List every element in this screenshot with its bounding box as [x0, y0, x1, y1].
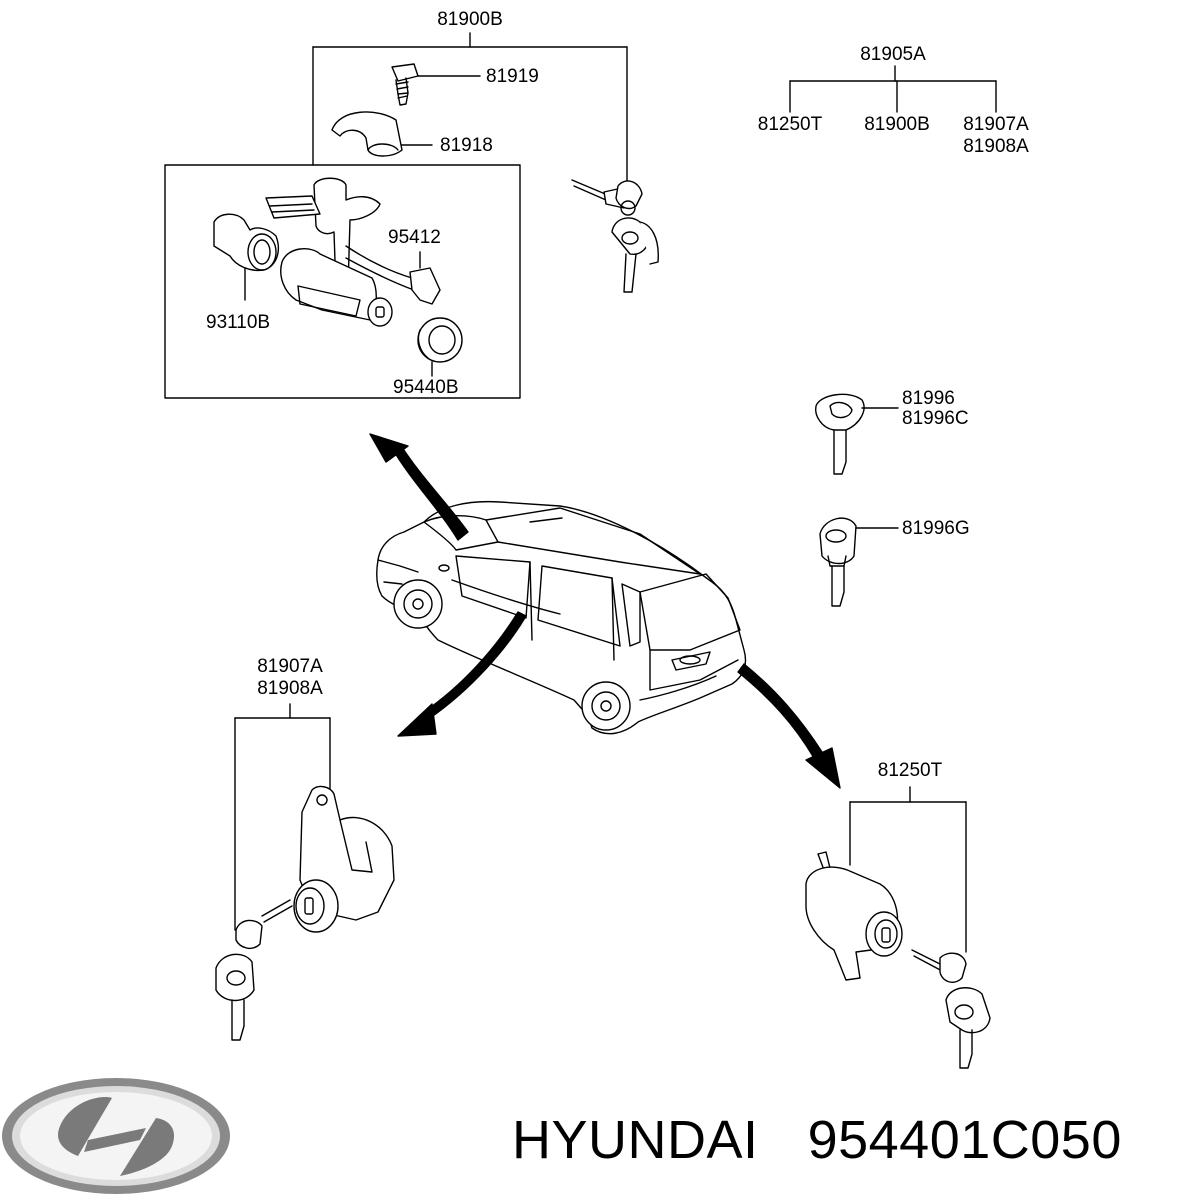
label-door-lock-b: 81908A	[257, 678, 323, 699]
arrow-to-door-lock	[397, 611, 527, 737]
label-cylinder-body: 93110B	[206, 312, 271, 333]
label-bolt: 81919	[486, 66, 539, 87]
door-lock-leader	[234, 703, 331, 931]
label-ignition-set: 81900B	[437, 9, 503, 30]
arrow-to-ignition	[369, 433, 469, 541]
label-bracket: 81918	[440, 135, 493, 156]
ignition-keys	[571, 179, 659, 293]
part-number: 954401C050	[807, 1110, 1122, 1170]
door-lock-part	[215, 785, 395, 1041]
bolt-part	[391, 63, 481, 106]
label-ring: 95440B	[393, 377, 459, 398]
label-door-lock-a: 81907A	[257, 656, 323, 677]
label-lock-set: 81905A	[860, 44, 926, 65]
label-key-blank-b: 81996C	[902, 408, 969, 429]
car-illustration	[376, 500, 747, 735]
lock-set-tree	[789, 65, 997, 113]
label-lock-set-sub1: 81250T	[757, 114, 823, 135]
label-switch: 95412	[388, 227, 441, 248]
ignition-parts	[213, 177, 463, 377]
label-tailgate-lock: 81250T	[877, 760, 943, 781]
key-remote-part	[819, 517, 899, 607]
ignition-set-leader	[312, 32, 628, 186]
label-key-remote: 81996G	[902, 518, 970, 539]
key-blank-part	[815, 393, 899, 475]
label-key-blank-a: 81996	[902, 388, 955, 409]
hyundai-logo	[2, 1078, 230, 1194]
label-lock-set-sub3-a: 81907A	[963, 114, 1029, 135]
tailgate-lock-part	[805, 851, 991, 1069]
footer-caption: HYUNDAI 954401C050	[512, 1108, 1122, 1172]
label-lock-set-sub2: 81900B	[864, 114, 930, 135]
label-lock-set-sub3-b: 81908A	[963, 136, 1029, 157]
bracket-part	[331, 111, 433, 157]
tailgate-lock-leader	[849, 786, 967, 953]
arrow-to-tailgate-lock	[737, 663, 841, 789]
ignition-detail-box	[164, 164, 521, 399]
brand-name: HYUNDAI	[512, 1110, 759, 1170]
